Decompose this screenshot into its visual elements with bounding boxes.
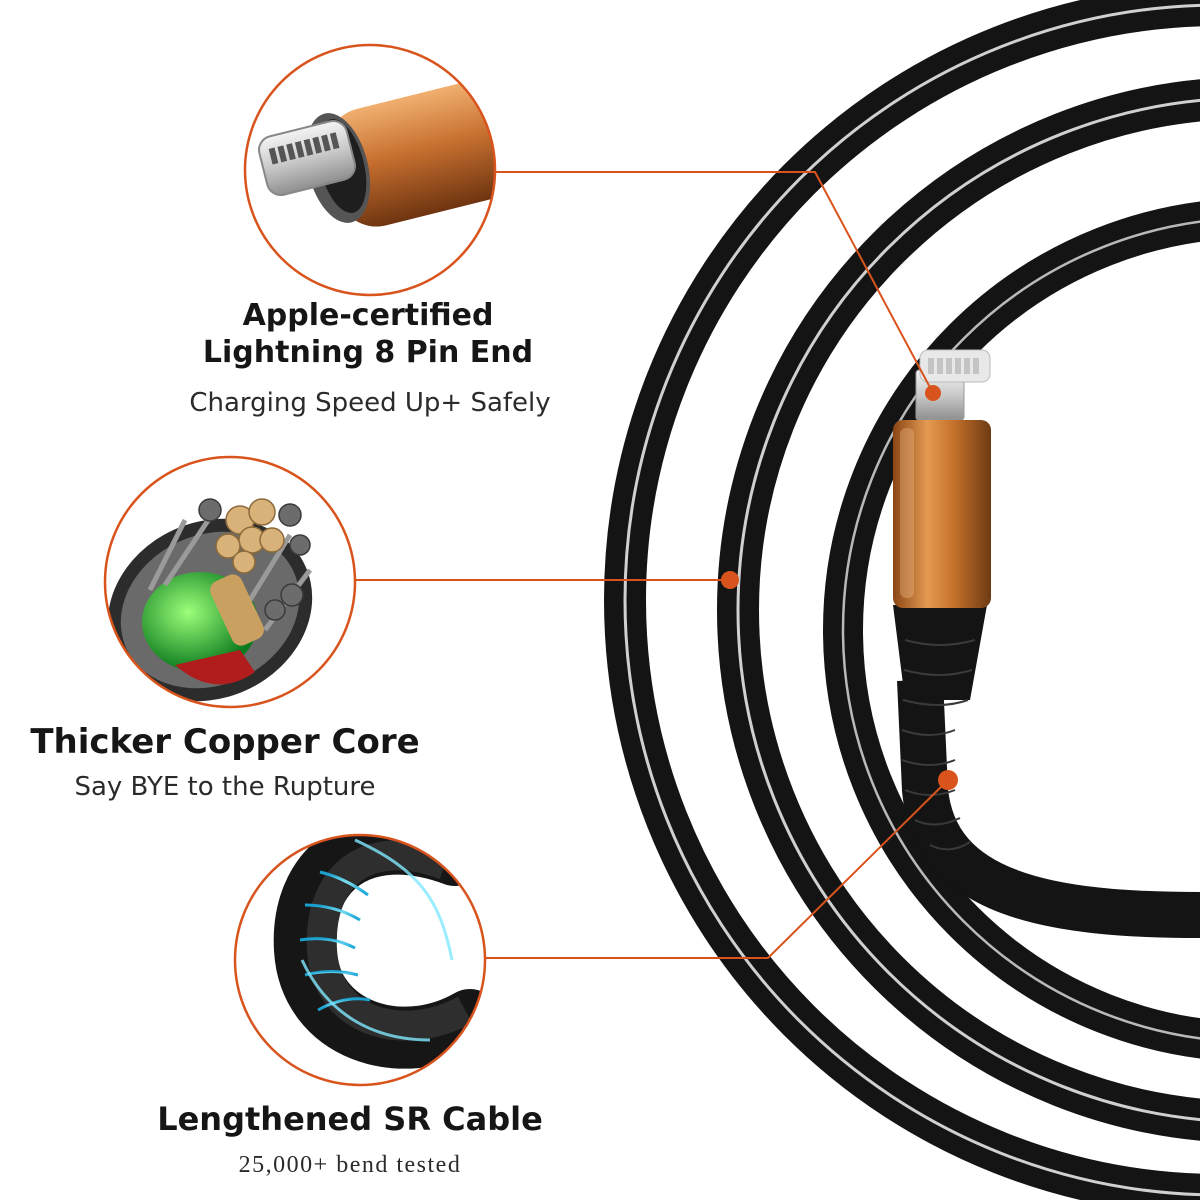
feature-title-sr-cable: Lengthened SR Cable [157, 1100, 543, 1138]
cable-loop-outer-highlight [623, 3, 1200, 1197]
leader-line-3 [485, 779, 949, 959]
lightning-connector-icon [243, 43, 497, 297]
feature-title-lightning-end: Apple-certified Lightning 8 Pin End [202, 298, 534, 370]
leader-line-1 [495, 171, 934, 394]
feature-subtitle-copper-core: Say BYE to the Rupture [74, 772, 376, 802]
cable-loop-inner-highlight [841, 220, 1200, 1040]
bent-cable-icon [233, 833, 487, 1087]
feature-title-copper-core: Thicker Copper Core [30, 722, 420, 762]
coiled-cable [604, 0, 1200, 1200]
lightning-connector [893, 349, 991, 608]
callout-dot-2 [721, 571, 739, 589]
callout-dot-1 [925, 385, 941, 401]
cable-loop-middle-highlight [736, 99, 1200, 1121]
copper-core-icon [103, 455, 357, 709]
callout-dot-3 [938, 770, 958, 790]
feature-subtitle-sr-cable: 25,000+ bend tested [238, 1152, 462, 1178]
feature-subtitle-lightning-end: Charging Speed Up+ Safely [189, 388, 551, 418]
cable-strain-relief [893, 605, 1200, 938]
callout-leaders [355, 171, 949, 959]
